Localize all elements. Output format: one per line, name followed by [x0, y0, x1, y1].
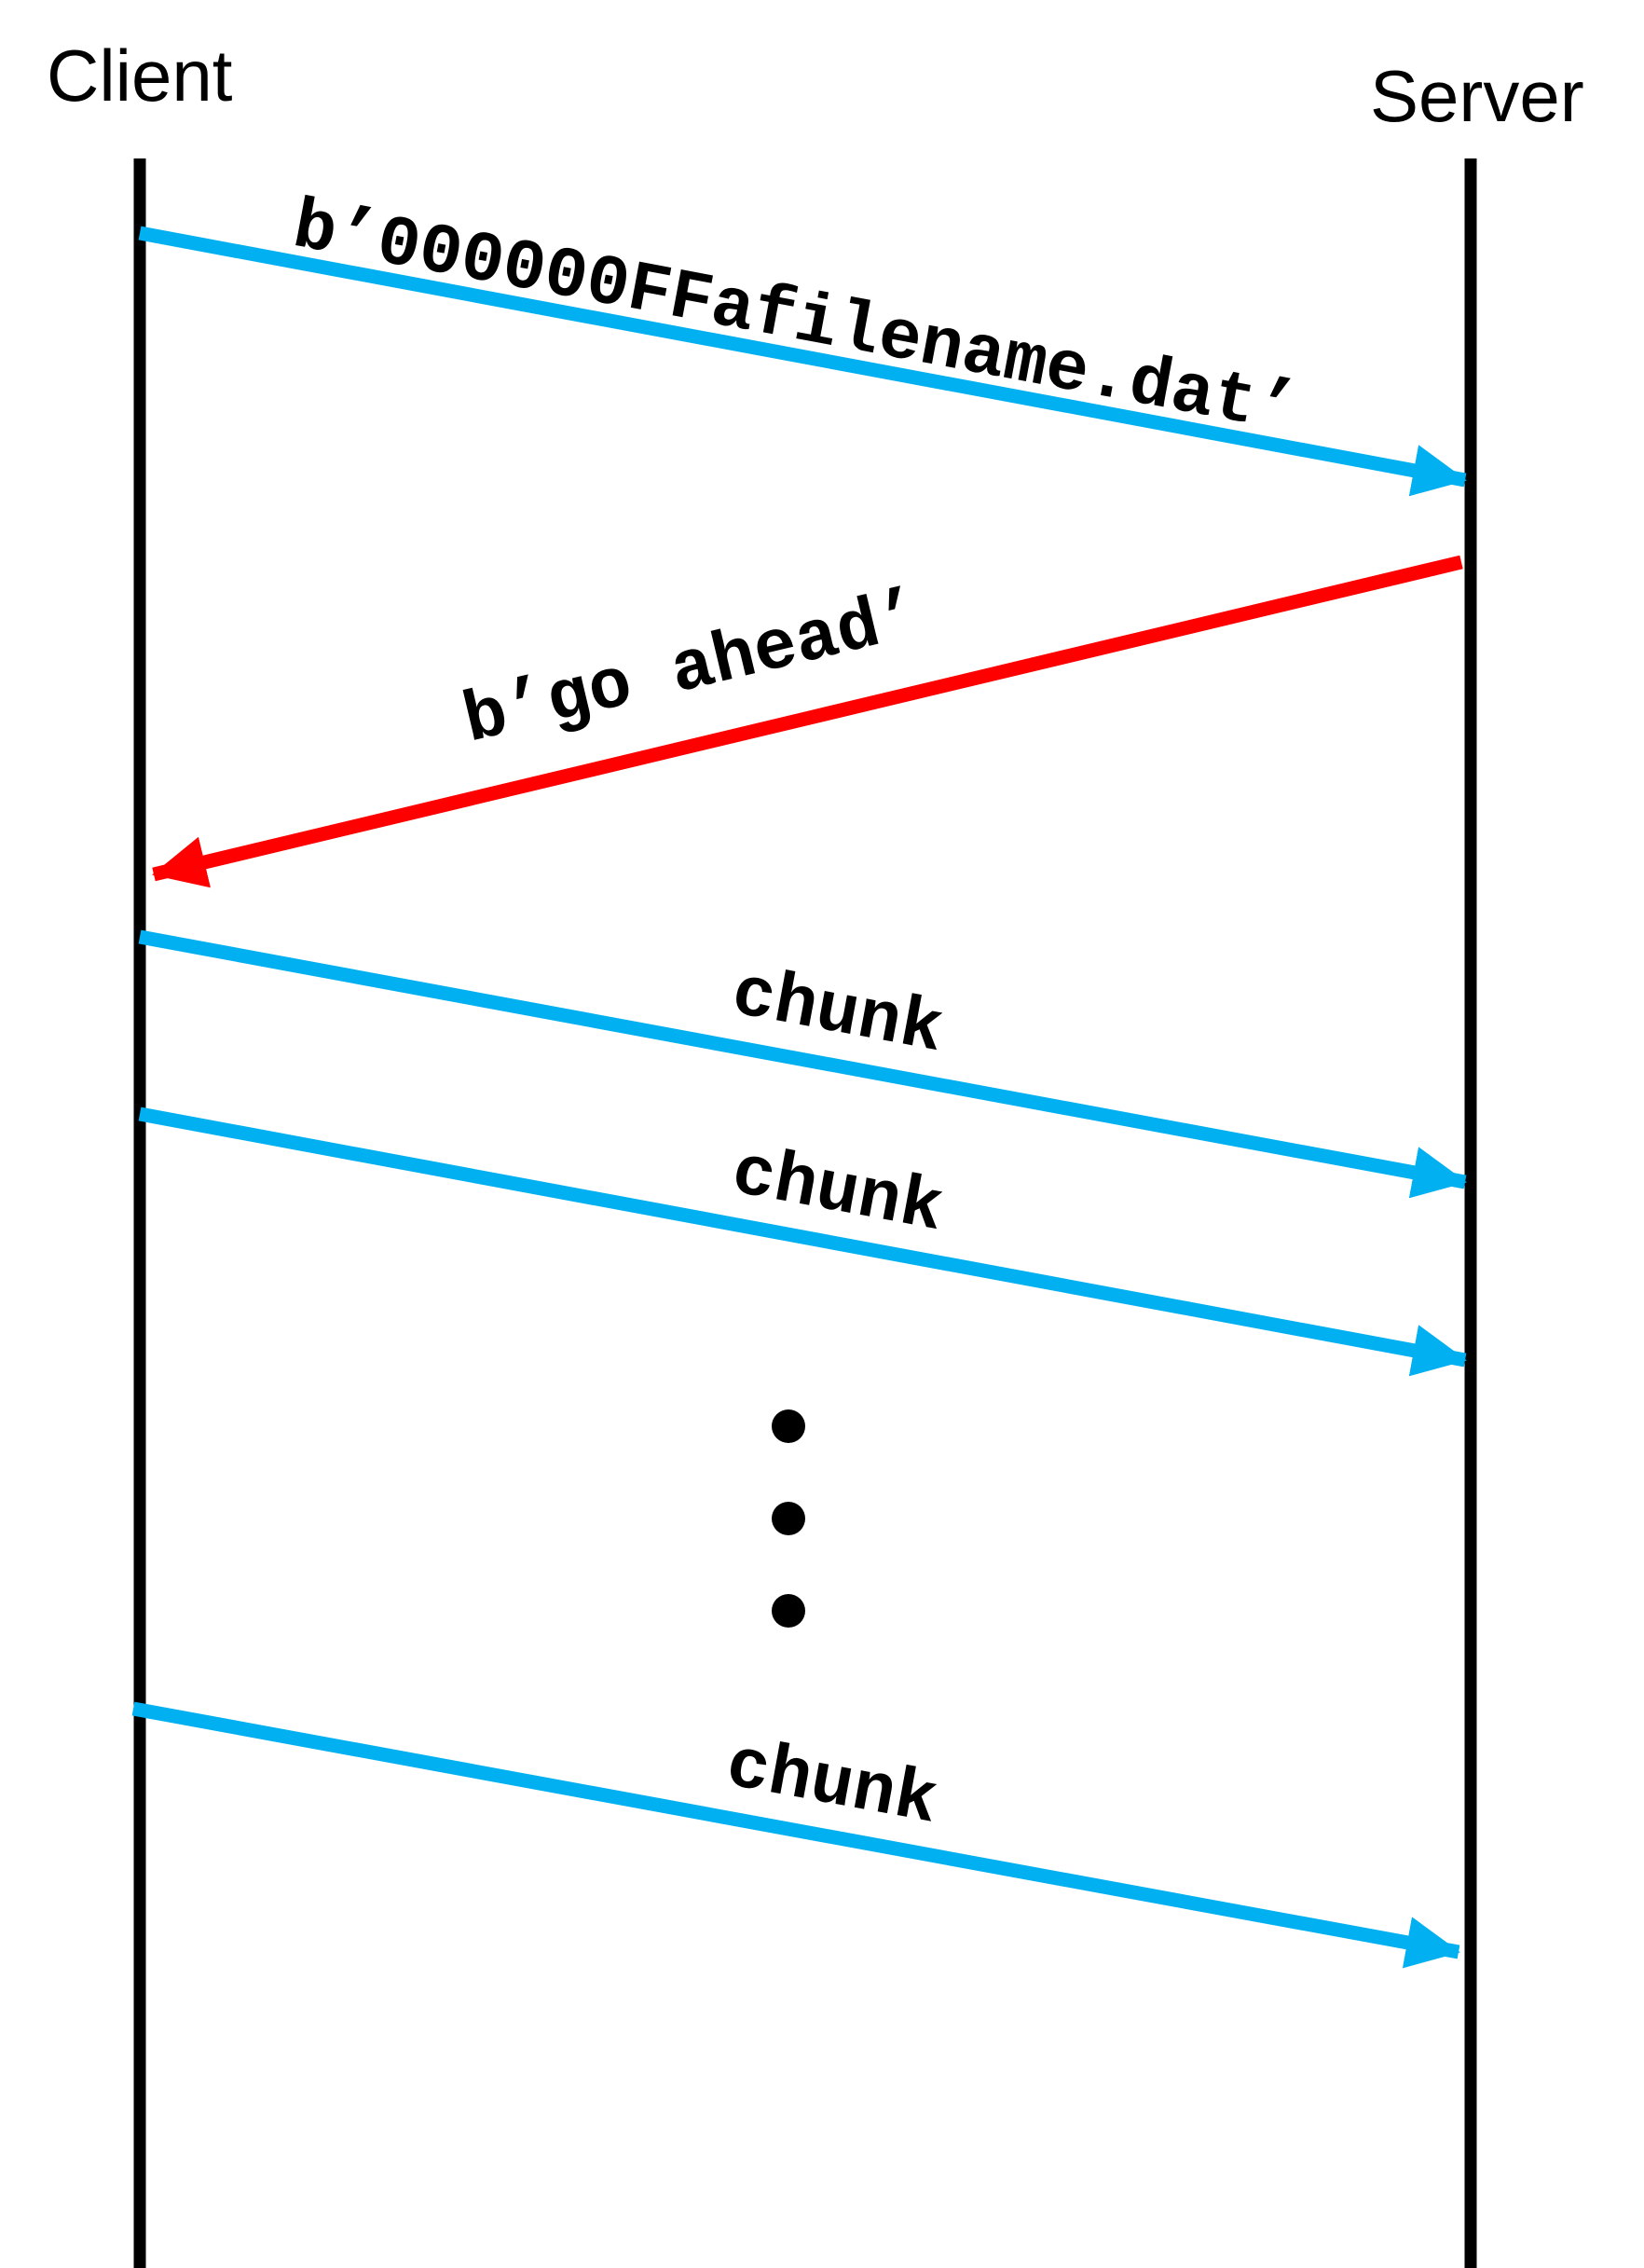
message-arrow-chunk-last: [131, 1701, 1460, 1969]
message-label-filename: b’000000FFafilename.dat’: [287, 186, 1305, 452]
message-arrow-go-ahead: [152, 555, 1463, 888]
ellipsis-dot: [772, 1409, 805, 1443]
message-label-go-ahead: b’go ahead’: [456, 575, 929, 762]
server-label: Server: [1370, 55, 1584, 137]
message-arrow-chunk-2: [138, 1107, 1467, 1377]
ellipsis-dot: [772, 1594, 805, 1628]
client-label: Client: [47, 34, 233, 117]
ellipsis-dot: [772, 1502, 805, 1535]
continuation-ellipsis: [772, 1409, 805, 1628]
message-arrow-filename: [138, 226, 1467, 497]
message-arrow-chunk-1: [138, 929, 1467, 1199]
